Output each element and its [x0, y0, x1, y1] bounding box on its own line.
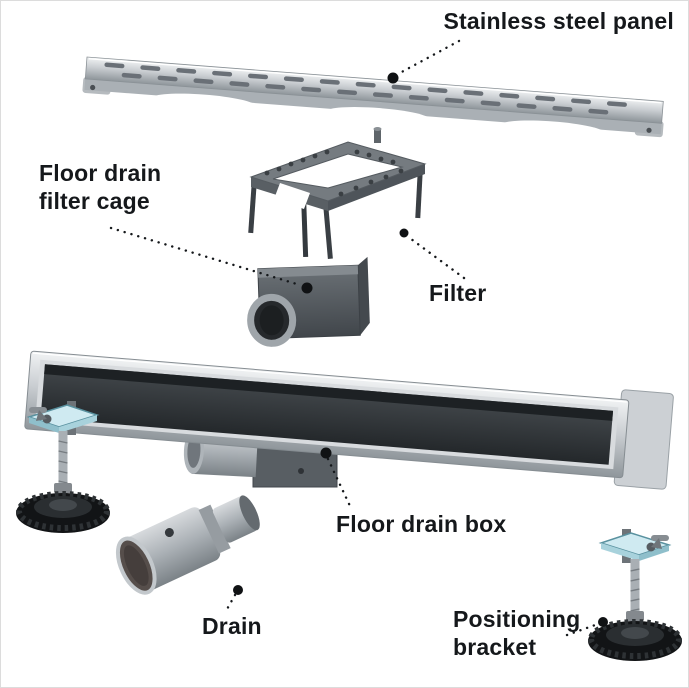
- floor-drain-filter-cage-illustration: [247, 256, 370, 347]
- leader-bracket: [565, 622, 600, 637]
- label-positioning-bracket-line2: bracket: [453, 634, 537, 661]
- leader-drain-box: [326, 457, 352, 508]
- panel-screw-hole: [90, 84, 96, 91]
- drain-hole: [164, 528, 174, 538]
- filter-knob: [374, 129, 381, 143]
- dot-filter: [399, 228, 409, 238]
- dot-panel: [387, 72, 399, 84]
- positioning-bracket-left-illustration: [16, 401, 110, 533]
- dot-drain: [233, 585, 243, 595]
- drain-collar: [198, 504, 231, 554]
- leader-filter: [405, 234, 466, 280]
- filter-leg: [415, 165, 423, 219]
- label-stainless-steel-panel: Stainless steel panel: [443, 8, 674, 34]
- filter-leg: [248, 178, 257, 234]
- label-floor-drain-filter-cage: Floor drain filter cage: [39, 159, 161, 215]
- channel-cavity: [40, 364, 614, 465]
- filter-holes: [264, 149, 404, 197]
- panel-front-edge: [84, 78, 662, 135]
- leader-panel: [396, 39, 461, 76]
- panel-screw-hole: [646, 127, 652, 133]
- leader-dots: [233, 72, 608, 627]
- drain-illustration: [115, 495, 260, 595]
- label-filter: Filter: [429, 280, 487, 306]
- floor-drain-box-illustration: [24, 350, 674, 490]
- label-floor-drain-filter-cage-line2: filter cage: [39, 188, 150, 215]
- dot-filter-cage: [301, 282, 313, 294]
- label-floor-drain-box: Floor drain box: [336, 511, 507, 537]
- filter-illustration: [248, 127, 427, 259]
- filter-frame-gap: [274, 183, 310, 209]
- label-positioning-bracket: Positioning bracket: [453, 605, 580, 661]
- stainless-steel-panel-illustration: [82, 56, 664, 138]
- label-drain: Drain: [202, 613, 262, 639]
- dot-bracket: [598, 617, 608, 627]
- leader-lines: [109, 39, 600, 637]
- leader-filter-cage: [109, 226, 302, 287]
- positioning-bracket-right-illustration: [588, 529, 682, 661]
- filter-leg: [323, 202, 333, 259]
- label-positioning-bracket-line1: Positioning: [453, 606, 581, 632]
- label-floor-drain-filter-cage-line1: Floor drain: [39, 160, 162, 186]
- dot-drain-box: [320, 447, 332, 459]
- filter-leg: [301, 194, 309, 258]
- leader-drain: [224, 593, 237, 613]
